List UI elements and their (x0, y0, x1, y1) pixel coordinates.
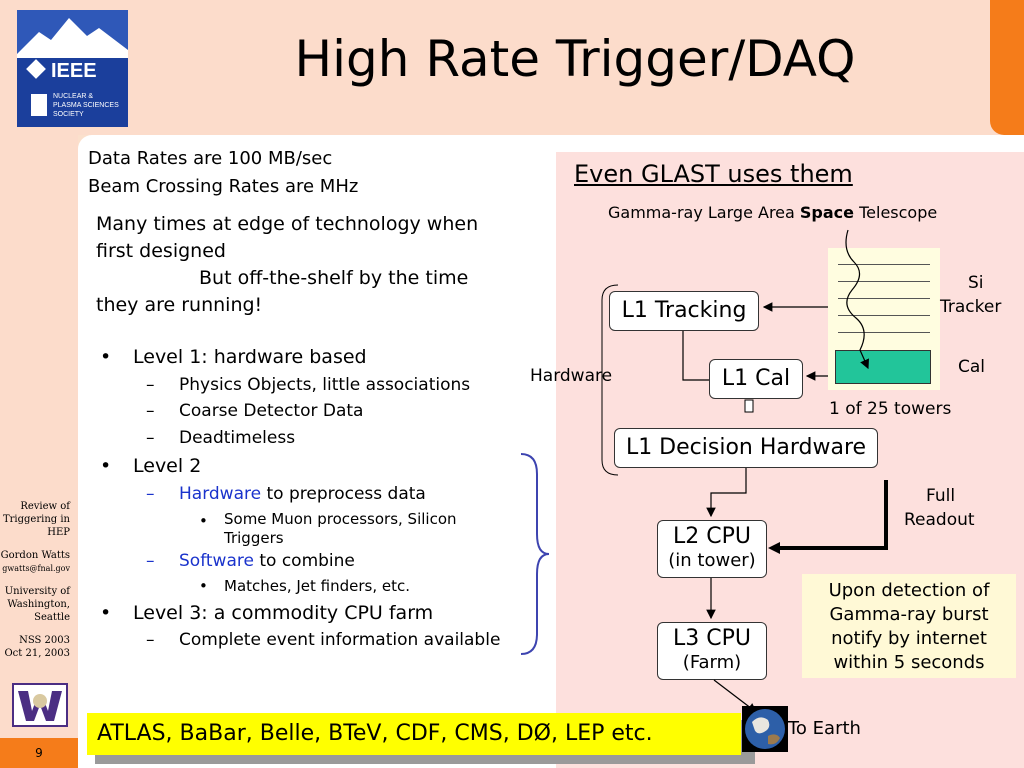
tracker-layer (838, 332, 930, 333)
page-number: 9 (35, 746, 43, 760)
bullet-level-3: Level 3: a commodity CPU farm (133, 602, 434, 624)
full-readout-label-2: Readout (904, 510, 975, 530)
husky-w-icon (18, 691, 62, 721)
dash-marker: – (146, 428, 155, 448)
ieee-nps-logo: IEEE NUCLEAR & PLASMA SCIENCES SOCIETY (17, 10, 128, 127)
highlight-word: Hardware (179, 484, 262, 504)
glast-subtitle: Gamma-ray Large Area Space Telescope (608, 203, 938, 222)
tracker-layer (838, 315, 930, 316)
dash-marker: – (146, 630, 155, 650)
highlight-word: Software (179, 551, 254, 571)
intro-para-3: But off-the-shelf by the time (199, 267, 469, 289)
sub-bullet: Coarse Detector Data (179, 401, 364, 421)
tracker-layer (838, 281, 930, 282)
intro-line-2: Beam Crossing Rates are MHz (88, 176, 359, 197)
calorimeter-block (835, 350, 931, 384)
towers-label: 1 of 25 towers (829, 399, 952, 419)
sub-bullet: Deadtimeless (179, 428, 296, 448)
dash-marker: – (146, 551, 155, 571)
bullet-marker: • (100, 346, 112, 368)
bullet-level-2: Level 2 (133, 455, 202, 477)
si-tracker-label-2: Tracker (940, 297, 1002, 317)
tracker-layer (838, 298, 930, 299)
orange-corner-tab (990, 0, 1024, 135)
earth-icon (742, 706, 788, 752)
dash-marker: – (146, 375, 155, 395)
header-band (0, 0, 1024, 135)
experiments-box: ATLAS, BaBar, Belle, BTeV, CDF, CMS, DØ,… (87, 713, 741, 755)
mountain-icon (17, 10, 128, 116)
grb-notify-box: Upon detection of Gamma-ray burst notify… (802, 574, 1016, 678)
intro-line-1: Data Rates are 100 MB/sec (88, 148, 333, 169)
glast-heading: Even GLAST uses them (574, 160, 853, 188)
dash-marker: – (146, 401, 155, 421)
l1-tracking-box: L1 Tracking (609, 291, 759, 331)
intro-para-2: first designed (96, 240, 226, 262)
cal-label: Cal (958, 357, 986, 377)
slide-title: High Rate Trigger/DAQ (294, 30, 856, 88)
l1-decision-box: L1 Decision Hardware (614, 428, 878, 468)
bullet-marker: • (100, 602, 112, 624)
sub-sub-bullet: Matches, Jet finders, etc. (224, 577, 410, 595)
hardware-label: Hardware (530, 366, 613, 386)
tracker-layer (838, 264, 930, 265)
sub-bullet: Physics Objects, little associations (179, 375, 471, 395)
left-band (0, 135, 78, 768)
to-earth-label: To Earth (788, 718, 861, 739)
ieee-logo-text: IEEE (51, 60, 97, 82)
sidebar-info: Review of Triggering in HEP Gordon Watts… (0, 501, 70, 659)
l1-cal-box: L1 Cal (709, 359, 803, 399)
ieee-logo-subtext: NUCLEAR & PLASMA SCIENCES SOCIETY (53, 93, 119, 118)
uw-husky-logo (12, 683, 68, 727)
bullet-marker: • (100, 455, 112, 477)
curly-brace (520, 453, 550, 655)
full-readout-label: Full (926, 486, 956, 506)
bullet-level-1: Level 1: hardware based (133, 346, 367, 368)
sub-bullet: Complete event information available (179, 630, 501, 650)
sub-bullet-software: Software to combine (179, 551, 355, 571)
l3-cpu-box: L3 CPU(Farm) (657, 622, 767, 680)
dot-marker: • (199, 577, 208, 595)
dash-marker: – (146, 484, 155, 504)
intro-para-4: they are running! (96, 294, 263, 316)
dot-marker: • (199, 512, 208, 530)
intro-para-1: Many times at edge of technology when (96, 213, 479, 235)
page-number-box: 9 (0, 738, 78, 768)
sub-bullet-hardware: Hardware to preprocess data (179, 484, 426, 504)
l2-cpu-box: L2 CPU(in tower) (657, 520, 767, 578)
si-tracker-label: Si (968, 273, 984, 293)
